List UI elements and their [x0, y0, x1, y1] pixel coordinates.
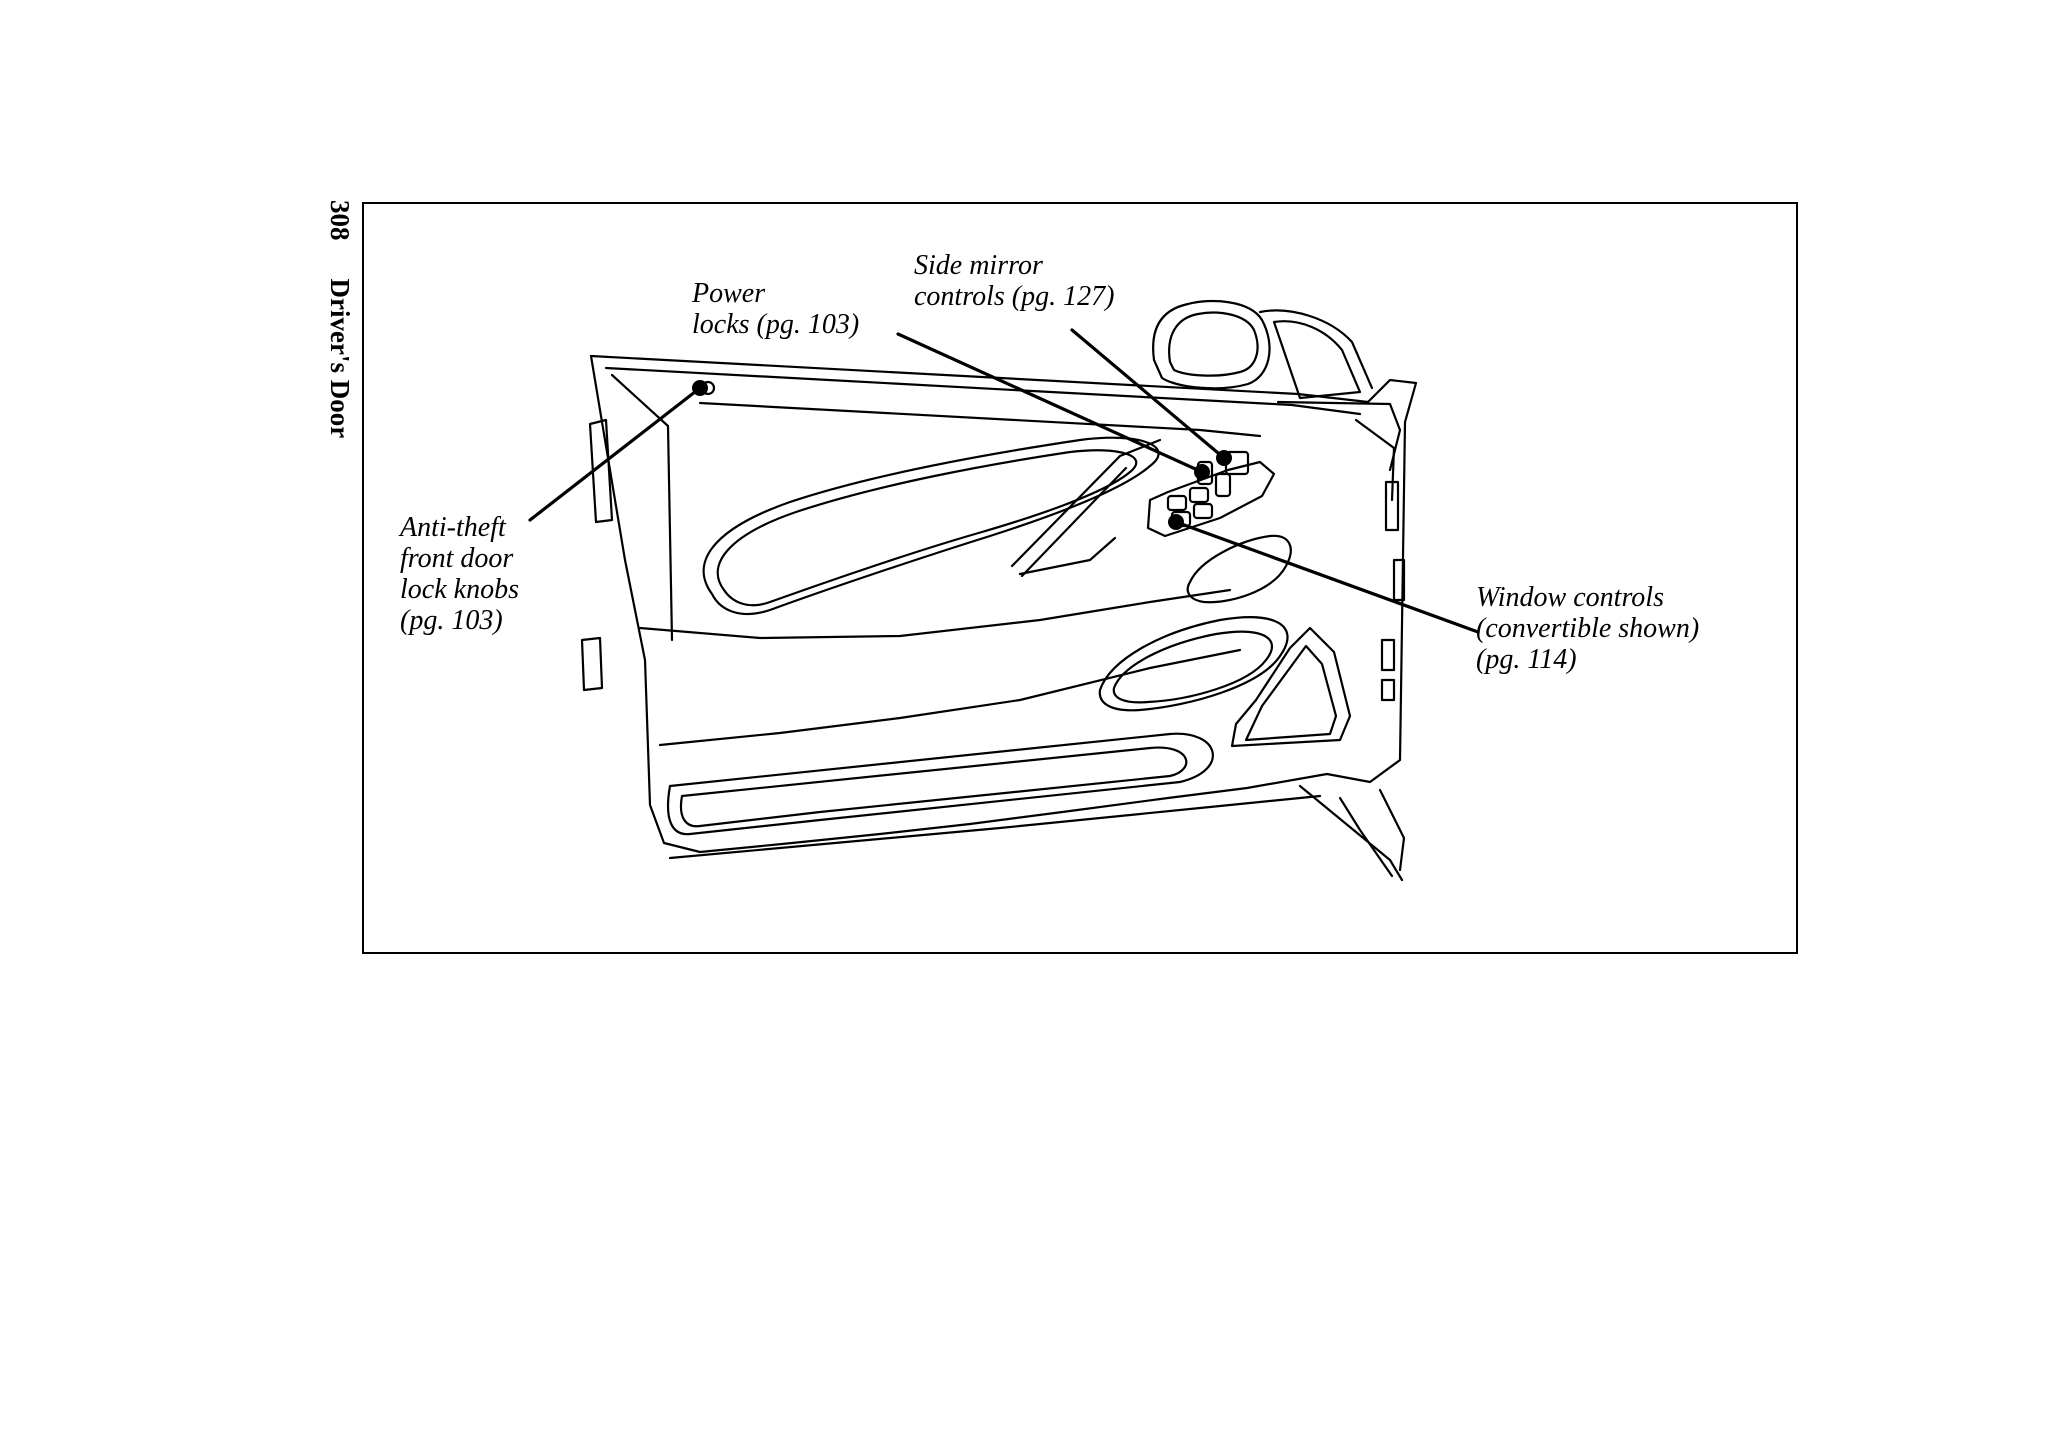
callout-anti-theft-line-4: (pg. 103) — [400, 605, 503, 636]
callout-window-controls-line-2: (convertible shown) — [1476, 613, 1700, 644]
door-panel-drawing — [580, 299, 1418, 882]
power-locks-dot — [1194, 464, 1210, 480]
window-controls-dot — [1168, 514, 1184, 530]
callout-anti-theft-line-3: lock knobs — [400, 574, 519, 605]
leader-lines — [528, 328, 1480, 634]
callout-anti-theft: Anti-theft front door lock knobs (pg. 10… — [400, 512, 519, 636]
anti-theft-leader — [528, 386, 702, 522]
callout-window-controls-line-1: Window controls — [1476, 582, 1664, 613]
anti-theft-dot — [692, 380, 708, 396]
callout-window-controls-line-3: (pg. 114) — [1476, 644, 1577, 675]
callout-power-locks-line-2: locks (pg. 103) — [692, 309, 860, 340]
callout-dots — [692, 380, 1232, 530]
callout-power-locks: Power locks (pg. 103) — [692, 278, 859, 340]
illustration-frame — [362, 202, 1798, 954]
callout-side-mirror-line-1: Side mirror — [914, 250, 1043, 281]
side-mirror-leader — [1070, 328, 1226, 460]
callout-anti-theft-line-1: Anti-theft — [400, 512, 506, 543]
callout-anti-theft-line-2: front door — [400, 543, 514, 574]
callout-side-mirror: Side mirror controls (pg. 127) — [914, 250, 1114, 312]
callout-window-controls: Window controls (convertible shown) (pg.… — [1476, 582, 1699, 675]
callout-side-mirror-line-2: controls (pg. 127) — [914, 281, 1115, 312]
window-controls-leader — [1174, 520, 1480, 634]
power-locks-leader — [896, 332, 1204, 474]
side-mirror-dot — [1216, 450, 1232, 466]
callout-power-locks-line-1: Power — [692, 278, 766, 309]
